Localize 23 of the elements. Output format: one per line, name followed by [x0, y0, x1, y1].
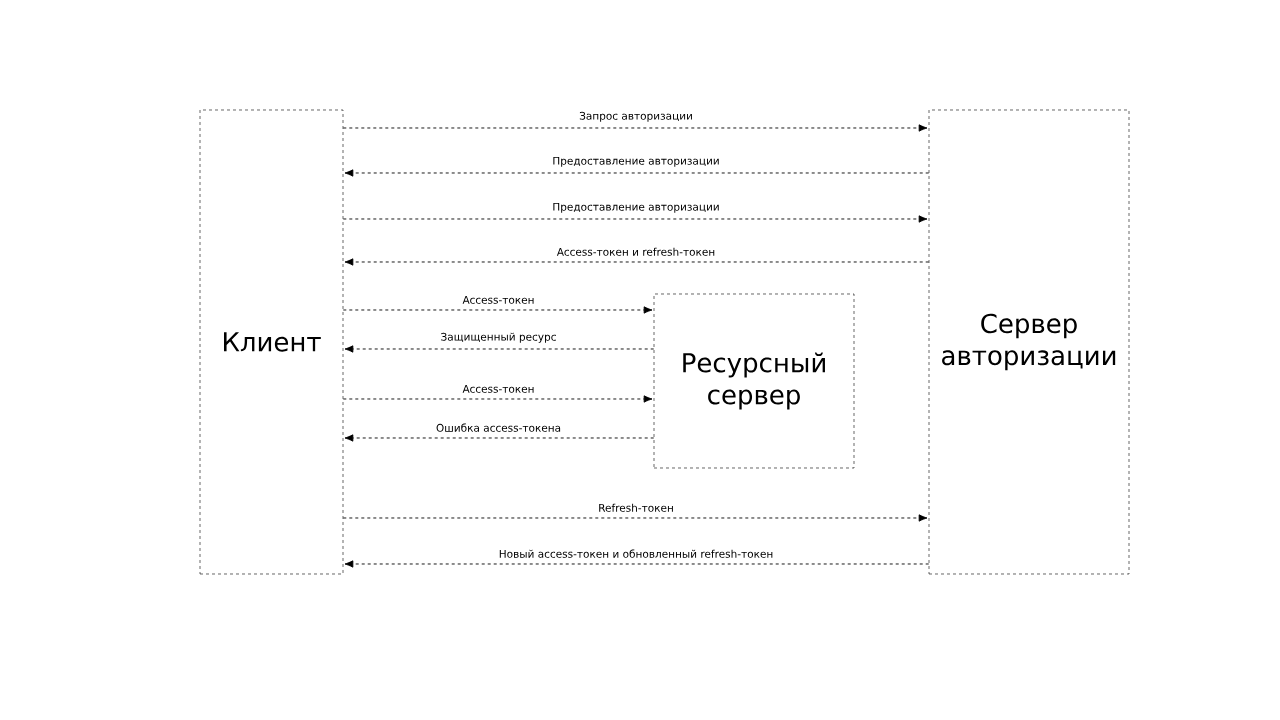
arrow [342, 215, 928, 223]
arrow [344, 345, 655, 353]
arrow [342, 124, 928, 132]
edge-label: Предоставление авторизации [551, 201, 721, 214]
arrow [344, 560, 930, 568]
edge-label: Ошибка access-токена [434, 422, 563, 433]
arrow [344, 434, 655, 442]
arrow [342, 306, 653, 314]
server-box: Ресурсный сервер [653, 293, 855, 469]
arrow [344, 169, 930, 177]
edge-label: Новый access-токен и обновленный refresh-токен [497, 548, 775, 559]
arrow [344, 258, 930, 266]
arrow [342, 395, 653, 403]
arrow [342, 514, 928, 522]
edge-label: Запрос авторизации [578, 110, 694, 123]
edge-label: Access-токен [461, 295, 536, 305]
edge-label: Refresh-токен [597, 502, 675, 513]
edge-label: Access-токен и refresh-токен [555, 246, 717, 257]
server-box: Сервер авторизации [928, 109, 1130, 575]
client-box: Клиент [199, 109, 344, 575]
edge-label: Защищенный ресурс [439, 331, 558, 344]
edge-label: Предоставление авторизации [551, 155, 721, 168]
edge-label: Access-токен [461, 384, 536, 394]
